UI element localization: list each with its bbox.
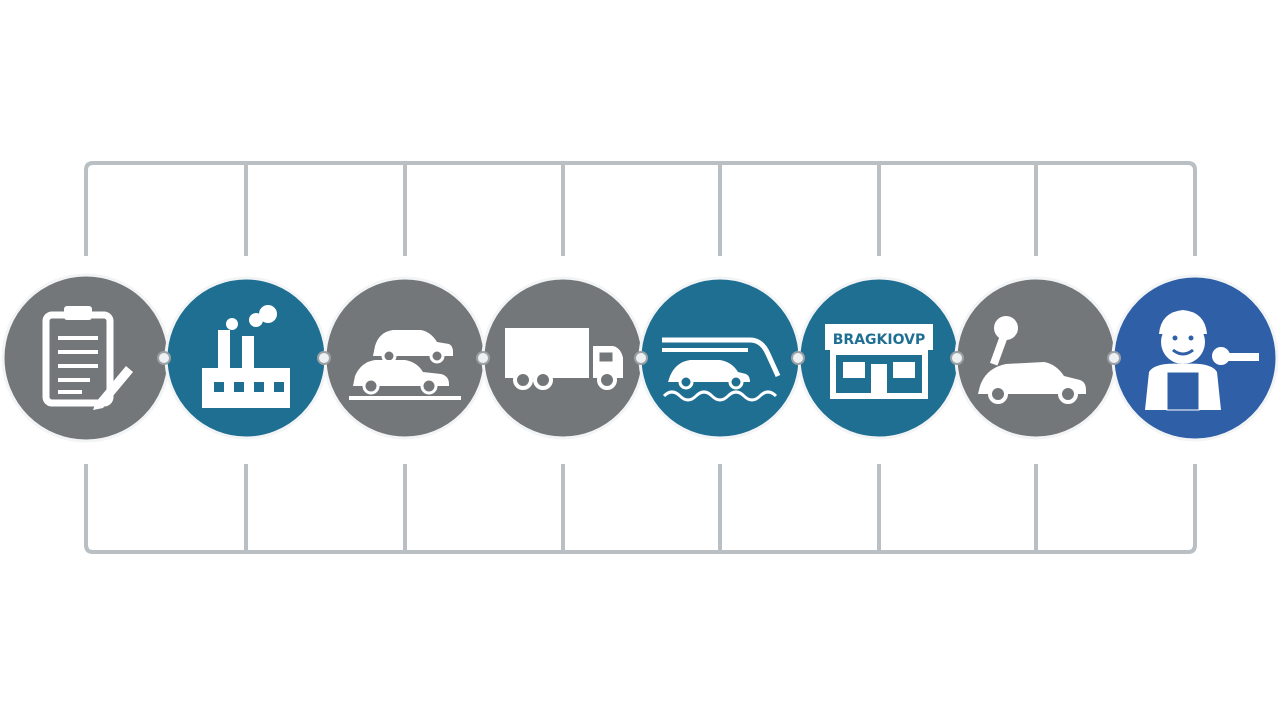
- step-labels: BRAGKIOVP: [833, 332, 925, 348]
- truck-icon: [505, 328, 623, 390]
- connector-dot: [157, 351, 171, 365]
- dealership-sign-text: BRAGKIOVP: [833, 332, 925, 348]
- frame-bottom-rail: [84, 464, 1197, 554]
- connector-dot: [634, 351, 648, 365]
- frame-top-rail: [84, 161, 1197, 256]
- step-circle-3: [323, 276, 487, 440]
- car-ferry-icon: [662, 337, 781, 402]
- step-icons: [42, 305, 1259, 411]
- dealership-icon: [825, 324, 933, 399]
- step-circle-5: [638, 276, 802, 440]
- factory-icon: [202, 305, 290, 408]
- stacked-cars-icon: [349, 330, 461, 400]
- connector-dot: [1107, 351, 1121, 365]
- step-circle-7: [954, 276, 1118, 440]
- connector-dot: [791, 351, 805, 365]
- step-circle-1: [1, 273, 171, 443]
- connector-dot: [317, 351, 331, 365]
- connector-dot: [476, 351, 490, 365]
- mechanic-icon: [1145, 310, 1259, 411]
- connector-dot: [950, 351, 964, 365]
- step-connectors: [157, 351, 1121, 365]
- timeline-frame: [84, 161, 1197, 554]
- clipboard-pen-icon: [42, 306, 133, 410]
- key-car-icon: [978, 316, 1086, 404]
- frame-dividers: [244, 163, 1038, 552]
- step-circle-6: [797, 276, 961, 440]
